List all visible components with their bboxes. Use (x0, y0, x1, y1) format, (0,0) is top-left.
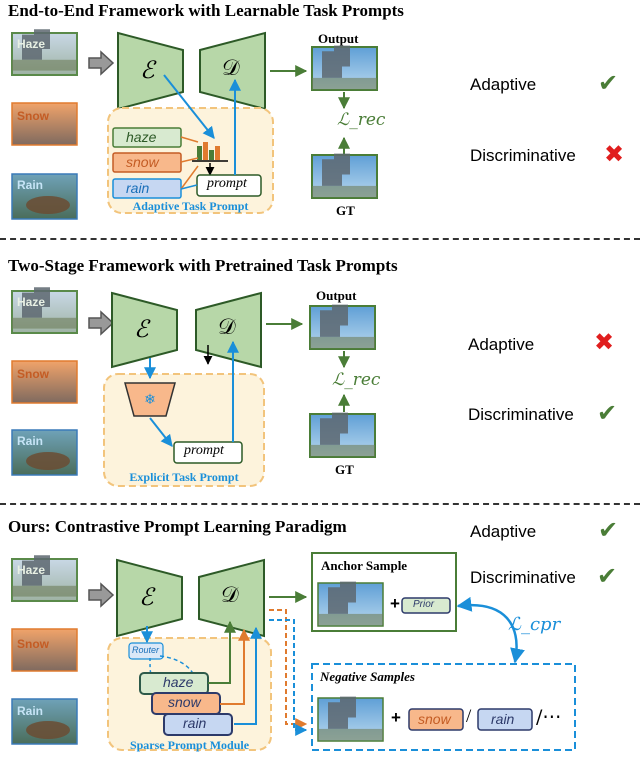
pretrained-encoder (124, 382, 176, 417)
sparse-prompt-caption: Sparse Prompt Module (129, 738, 250, 752)
section-2-title: Two-Stage Framework with Pretrained Task… (8, 256, 398, 275)
negative-item-rain: rain (491, 711, 515, 727)
adaptive-prompt-caption: Adaptive Task Prompt (132, 199, 249, 213)
input-snow-label-1: Snow (17, 109, 49, 123)
contrastive-link (456, 596, 525, 664)
prompt-item-haze-3: haze (163, 674, 194, 690)
section-separator-2 (0, 503, 640, 505)
input-rain-thumb-1 (11, 173, 78, 220)
negative-thumb (317, 696, 384, 742)
prior-label: Prior (413, 599, 435, 610)
encoder-symbol-3: ℰ (139, 583, 154, 611)
decoder-symbol-1: 𝒟 (222, 56, 240, 81)
section-1 (11, 29, 378, 220)
anchor-thumb (317, 581, 384, 627)
input-haze-label-2: Haze (17, 295, 46, 309)
plus-anchor: + (390, 594, 400, 613)
slash-1: / (466, 706, 472, 727)
decoder-symbol-3: 𝒟 (221, 583, 239, 608)
input-snow-label-2: Snow (17, 367, 49, 381)
output-thumb-1 (311, 45, 378, 91)
gt-label-2: GT (335, 462, 354, 477)
explicit-prompt-caption: Explicit Task Prompt (129, 470, 239, 484)
input-haze-thumb-1 (11, 29, 78, 76)
input-rain-label-1: Rain (17, 178, 44, 192)
input-arrow (88, 50, 115, 76)
svg-text:❄: ❄ (144, 392, 156, 408)
input-haze-label-1: Haze (17, 37, 46, 51)
prop-adaptive-1: Adaptive (470, 75, 537, 94)
decoder-shape-3 (198, 558, 265, 638)
weight-bars (192, 142, 228, 162)
decoder-shape-2 (195, 291, 262, 369)
encoder-symbol-1: ℰ (140, 56, 155, 84)
input-rain-thumb-3 (11, 698, 78, 745)
prop-discriminative-2: Discriminative (468, 405, 574, 424)
check-icon: ✔ (598, 69, 619, 97)
gt-thumb-1 (311, 153, 378, 199)
gt-label-1: GT (336, 203, 355, 218)
gt-thumb-2 (309, 412, 376, 458)
prop-discriminative-3: Discriminative (470, 568, 576, 587)
output-thumb-2 (309, 304, 376, 350)
input-haze-thumb-3 (11, 555, 78, 602)
input-haze-label-3: Haze (17, 563, 46, 577)
check-icon: ✔ (597, 399, 618, 427)
router-label: Router (132, 645, 160, 655)
input-rain-thumb-2 (11, 429, 78, 476)
prop-discriminative-1: Discriminative (470, 146, 576, 165)
section-3 (11, 552, 576, 751)
prompt-item-snow-1: snow (126, 154, 159, 170)
encoder-shape-3 (116, 558, 183, 638)
input-snow-thumb-3 (11, 628, 78, 672)
prompt-item-rain-3: rain (183, 715, 207, 731)
plus-negative: + (391, 708, 401, 727)
input-snow-thumb-2 (11, 360, 78, 404)
negative-item-snow: snow (418, 711, 451, 727)
encoder-symbol-2: ℰ (134, 315, 149, 343)
prompt-label-2: prompt (184, 443, 224, 458)
encoder-shape-2 (111, 291, 178, 369)
check-icon: ✔ (597, 562, 618, 590)
negative-samples-title: Negative Samples (320, 669, 415, 684)
output-label-1: Output (318, 31, 359, 46)
section-1-title: End-to-End Framework with Learnable Task… (8, 1, 404, 20)
input-rain-label-2: Rain (17, 434, 44, 448)
anchor-sample-title: Anchor Sample (321, 558, 408, 573)
loss-rec-2: ℒ_rec (332, 370, 381, 390)
ellipsis: /⋯ (536, 706, 562, 728)
prompt-item-haze-1: haze (126, 129, 157, 145)
output-label-2: Output (316, 288, 357, 303)
loss-rec-1: ℒ_rec (337, 110, 386, 130)
input-snow-thumb-1 (11, 102, 78, 146)
prop-adaptive-2: Adaptive (468, 335, 535, 354)
prompt-item-snow-3: snow (168, 694, 201, 710)
check-icon: ✔ (598, 516, 619, 544)
cross-icon: ✖ (594, 328, 615, 356)
prompt-label-1: prompt (207, 176, 247, 191)
decoder-symbol-2: 𝒟 (218, 315, 236, 340)
input-haze-thumb-2 (11, 287, 78, 334)
section-separator-1 (0, 238, 640, 240)
prompt-item-rain-1: rain (126, 180, 150, 196)
cross-icon: ✖ (604, 140, 625, 168)
section-3-title: Ours: Contrastive Prompt Learning Paradi… (8, 517, 347, 536)
prop-adaptive-3: Adaptive (470, 522, 537, 541)
encoder-shape (117, 31, 184, 111)
input-rain-label-3: Rain (17, 704, 44, 718)
loss-cpr: ℒ_cpr (508, 614, 561, 635)
section-2: ❄ (11, 287, 376, 487)
input-snow-label-3: Snow (17, 637, 49, 651)
